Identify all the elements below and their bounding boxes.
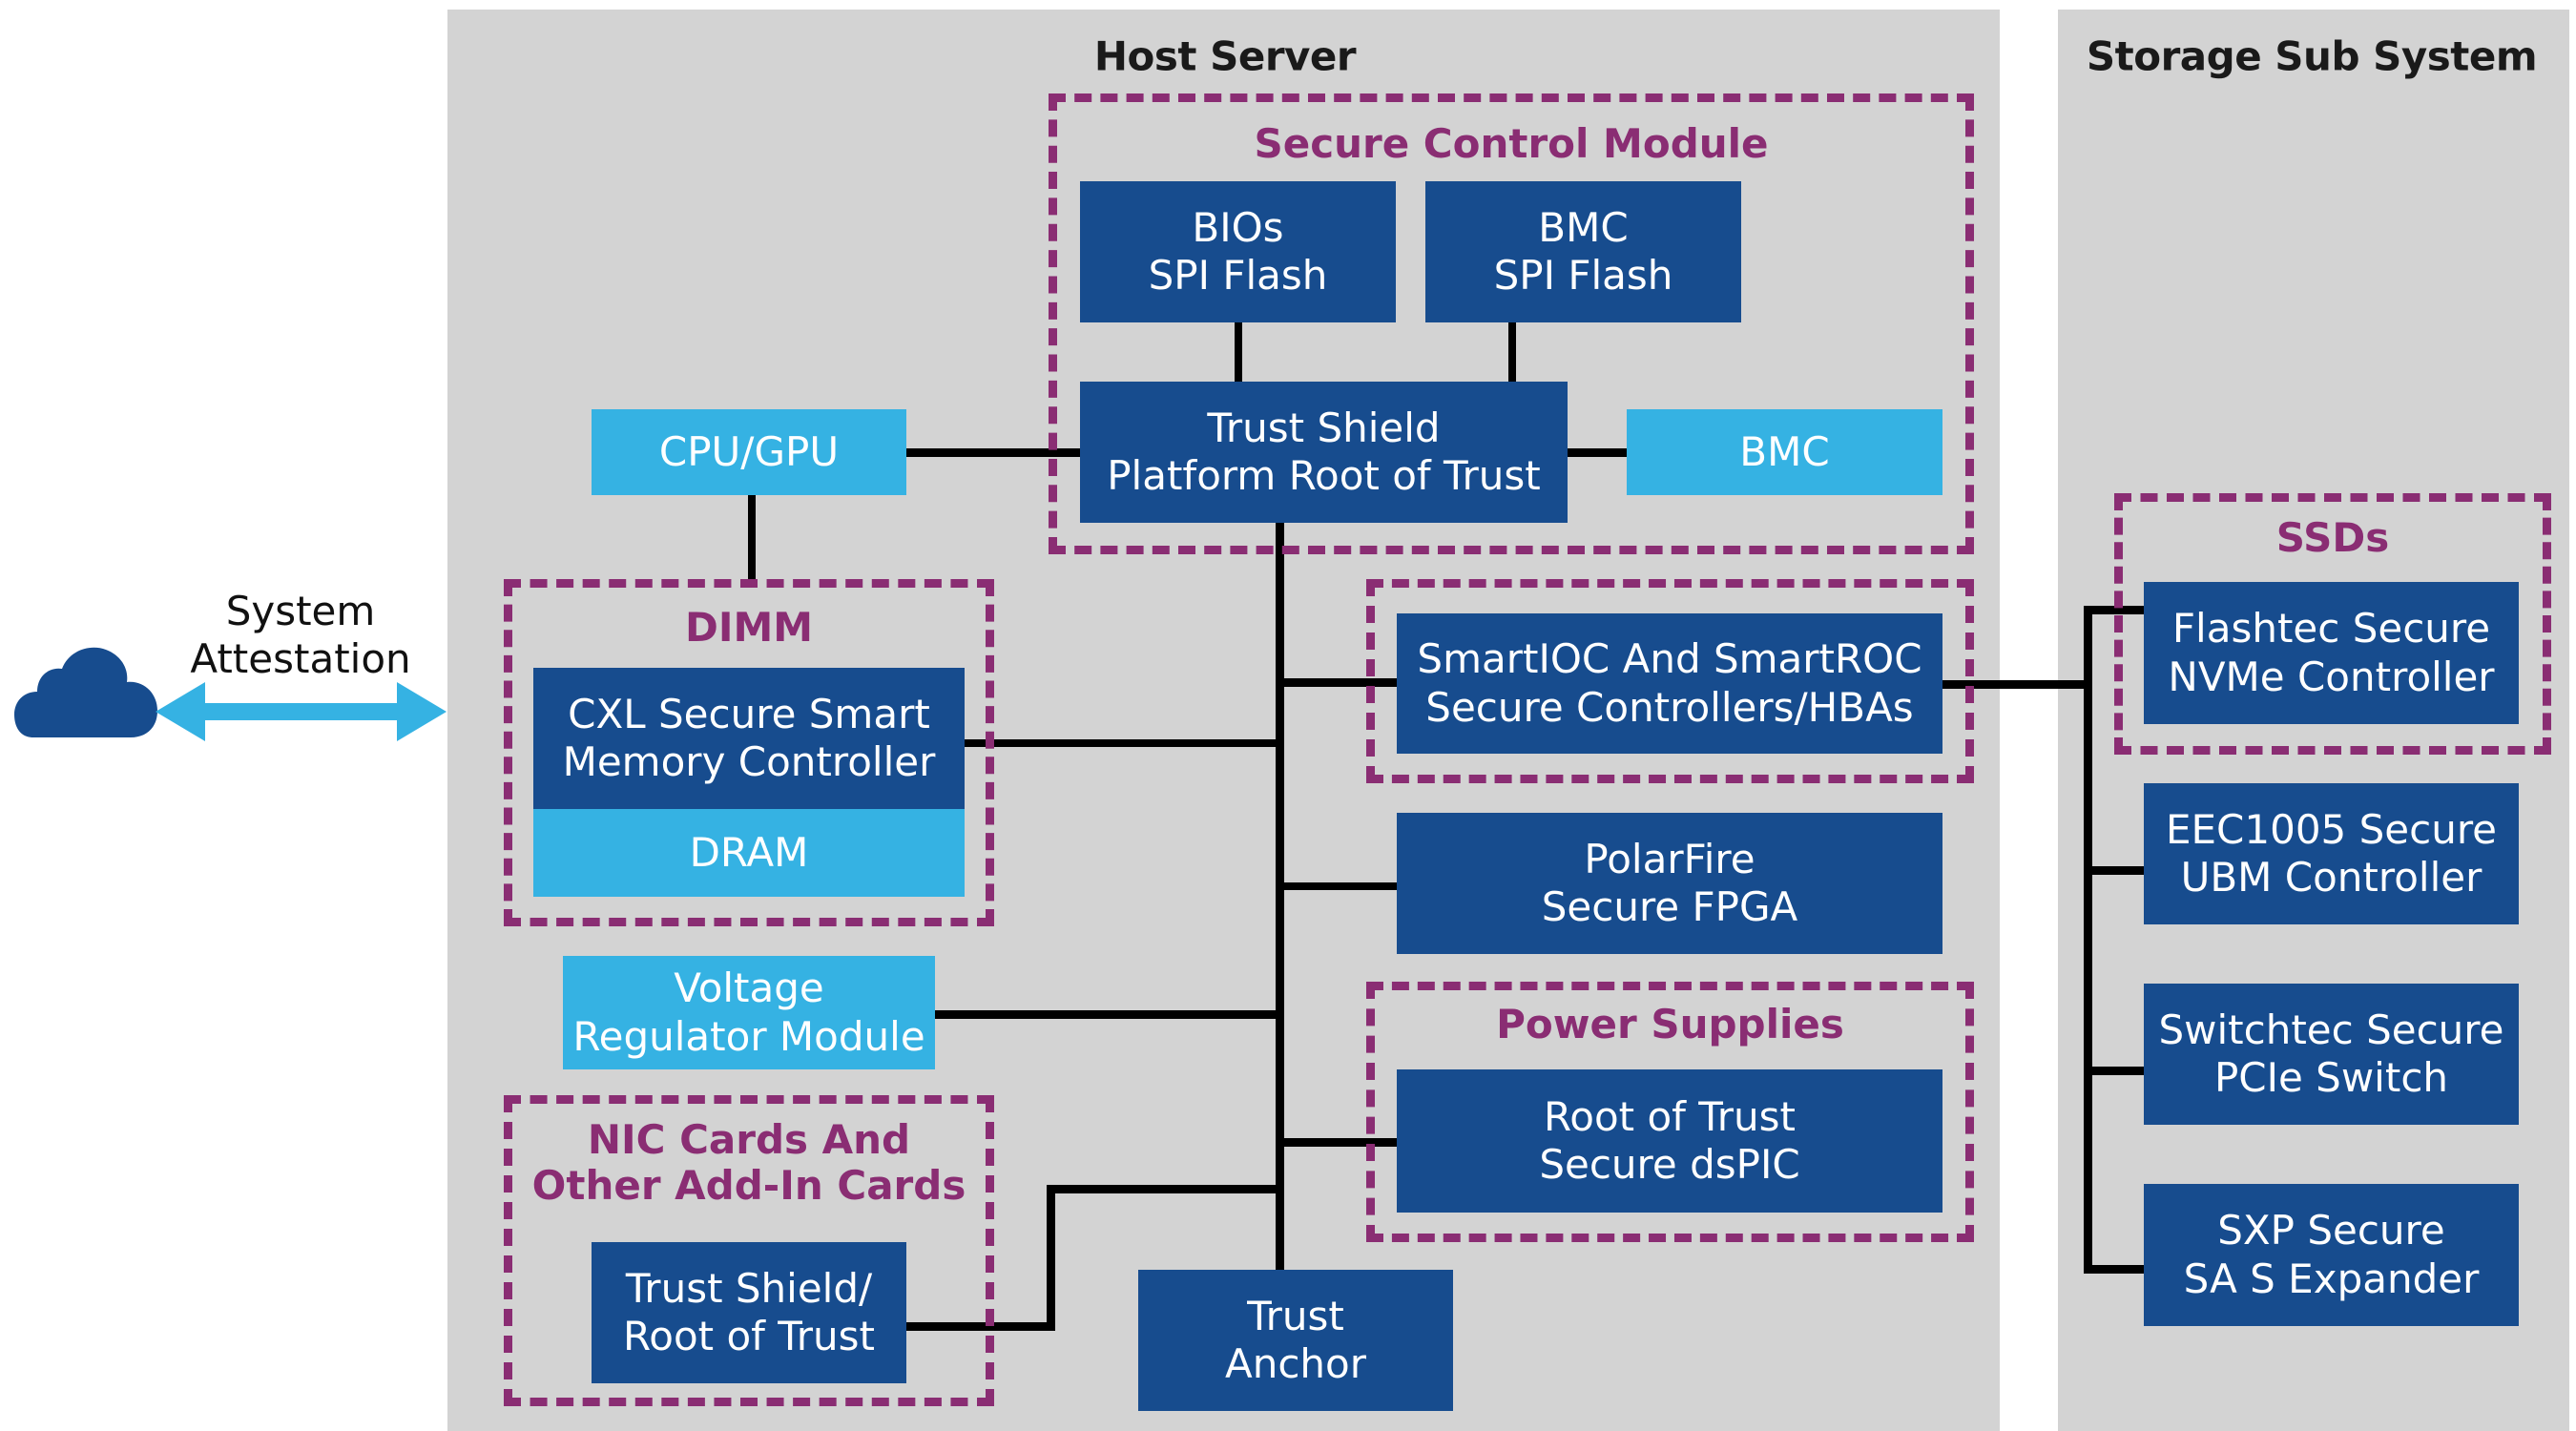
nic-root-of-trust-block[interactable]: Trust Shield/ Root of Trust	[592, 1242, 906, 1383]
dimm-label: DIMM	[684, 604, 814, 651]
connector-nic-bus-v	[1047, 1185, 1055, 1330]
connector-vrm-bus	[935, 1010, 1280, 1019]
connector-bus-main	[1276, 523, 1284, 1273]
connector-bmcflash-rot	[1508, 322, 1516, 382]
connector-smartioc-storage	[1942, 680, 2091, 689]
power-supplies-label: Power Supplies	[1496, 1001, 1844, 1047]
connector-storage-flashtec	[2084, 606, 2144, 614]
connector-storage-sxp	[2084, 1265, 2144, 1274]
smartioc-smartroc-block[interactable]: SmartIOC And SmartROC Secure Controllers…	[1397, 613, 1942, 754]
power-supplies-group: Power Supplies	[1366, 982, 1974, 1242]
double-arrow-icon	[156, 682, 447, 741]
connector-storage-bus	[2084, 606, 2092, 1274]
connector-bus-smartioc	[1280, 678, 1397, 687]
sxp-sas-expander-block[interactable]: SXP Secure SA S Expander	[2144, 1184, 2519, 1326]
flashtec-nvme-controller-block[interactable]: Flashtec Secure NVMe Controller	[2144, 582, 2519, 724]
cpu-gpu-block[interactable]: CPU/GPU	[592, 409, 906, 495]
dram-block[interactable]: DRAM	[533, 809, 965, 897]
bmc-spi-flash-block[interactable]: BMC SPI Flash	[1425, 181, 1741, 322]
dimm-group: DIMM	[504, 579, 994, 926]
secure-dspic-block[interactable]: Root of Trust Secure dsPIC	[1397, 1069, 1942, 1213]
polarfire-fpga-block[interactable]: PolarFire Secure FPGA	[1397, 813, 1942, 954]
connector-bios-rot	[1235, 322, 1242, 382]
ssds-label: SSDs	[2275, 514, 2390, 561]
nic-cards-group: NIC Cards And Other Add-In Cards	[504, 1095, 994, 1406]
cloud-icon	[14, 647, 157, 737]
smartioc-group	[1366, 579, 1974, 783]
voltage-regulator-module-block[interactable]: Voltage Regulator Module	[563, 956, 935, 1069]
ssds-group: SSDs	[2114, 493, 2551, 755]
eec1005-ubm-controller-block[interactable]: EEC1005 Secure UBM Controller	[2144, 783, 2519, 924]
storage-subsystem-title: Storage Sub System	[2086, 32, 2538, 80]
connector-nic-bus-h1	[1047, 1185, 1280, 1193]
switchtec-pcie-switch-block[interactable]: Switchtec Secure PCIe Switch	[2144, 984, 2519, 1125]
connector-cpu-dimm	[748, 495, 756, 583]
connector-bus-polarfire	[1280, 882, 1397, 890]
connector-nic-bus-h2	[906, 1322, 1055, 1331]
secure-control-module-label: Secure Control Module	[1254, 120, 1769, 167]
connector-rot-bmc	[1568, 448, 1627, 457]
nic-cards-label: NIC Cards And Other Add-In Cards	[531, 1116, 966, 1210]
bmc-block[interactable]: BMC	[1627, 409, 1942, 495]
trust-anchor-block[interactable]: Trust Anchor	[1138, 1270, 1453, 1411]
bios-spi-flash-block[interactable]: BIOs SPI Flash	[1080, 181, 1396, 322]
secure-control-module-group: Secure Control Module	[1049, 93, 1974, 554]
platform-root-of-trust-block[interactable]: Trust Shield Platform Root of Trust	[1080, 382, 1568, 523]
system-attestation-label: System Attestation	[190, 588, 411, 683]
connector-bus-dspic	[1280, 1138, 1397, 1147]
connector-storage-eec1005	[2084, 866, 2144, 875]
connector-cxl-bus	[965, 739, 1279, 747]
cxl-memory-controller-block[interactable]: CXL Secure Smart Memory Controller	[533, 668, 965, 809]
connector-storage-switchtec	[2084, 1067, 2144, 1075]
connector-cpu-rot	[906, 448, 1080, 457]
host-server-title: Host Server	[1093, 32, 1357, 80]
